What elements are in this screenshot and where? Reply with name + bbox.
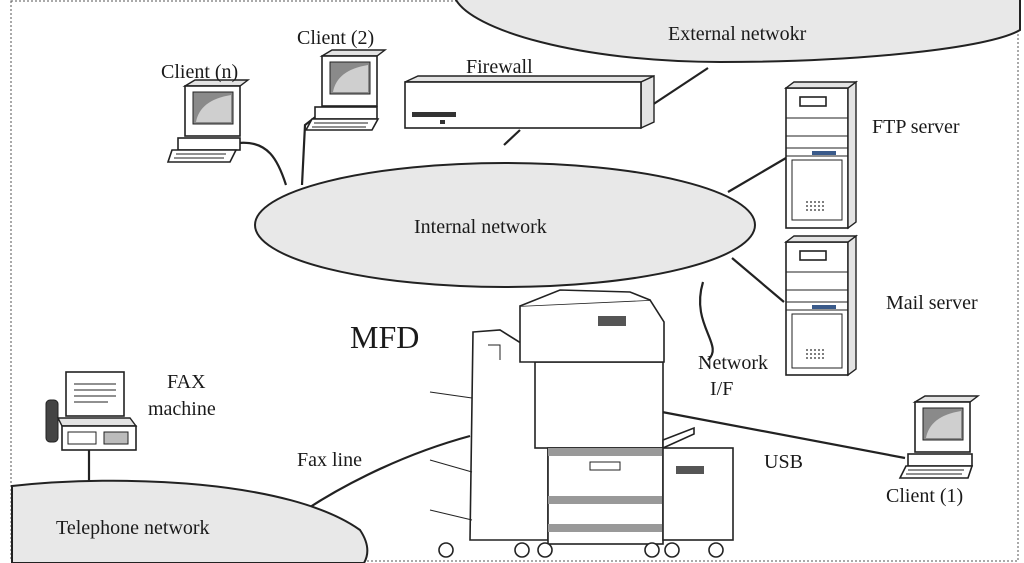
mfd-cabinet-band-1 xyxy=(548,448,663,456)
mfd-scanner xyxy=(519,299,665,363)
mail-server-label: Mail server xyxy=(886,292,978,314)
ftp-server-panel xyxy=(791,159,843,221)
firewall-label: Firewall xyxy=(466,56,533,78)
firewall-device xyxy=(404,74,655,130)
fax-paper-tray xyxy=(65,371,125,417)
mail-server-drive xyxy=(799,250,827,261)
client-1-screen-glare xyxy=(926,411,961,438)
mfd-label: MFD xyxy=(350,319,419,355)
client-2-base xyxy=(314,106,378,120)
mail-server-indicator xyxy=(812,305,836,309)
mail-server-panel xyxy=(791,313,843,369)
client-n-link xyxy=(237,141,288,186)
client-n-keys xyxy=(174,153,226,159)
ftp-server-side xyxy=(847,80,857,230)
fax-machine-label-line1: FAX xyxy=(167,371,206,393)
external-network-label: External netwokr xyxy=(668,23,807,45)
firewall-internal-link xyxy=(503,129,521,146)
mfd-drawer-handle xyxy=(589,461,621,471)
fax-machine-device xyxy=(45,371,138,451)
mail-server-side xyxy=(847,234,857,377)
mfd-wheel-3 xyxy=(537,542,553,558)
fax-keypad xyxy=(67,431,97,445)
fax-line-label: Fax line xyxy=(297,449,362,471)
firewall-led xyxy=(440,120,445,124)
ftp-server-device xyxy=(783,80,859,230)
internal-network-cloud xyxy=(254,162,756,288)
usb-label: USB xyxy=(764,451,803,473)
diagram-frame xyxy=(10,0,1019,562)
ftp-server-link xyxy=(727,157,787,193)
client-1-monitor-top xyxy=(912,395,981,403)
client-2-screen-glare xyxy=(333,65,368,92)
client-1-keyboard xyxy=(898,465,974,479)
mail-server-vents xyxy=(806,349,824,359)
mfd-wheel-6 xyxy=(708,542,724,558)
mfd-adf xyxy=(519,289,651,307)
client-n-computer xyxy=(166,79,251,163)
mfd-cabinet-band-2 xyxy=(548,496,663,504)
client-2-keys xyxy=(312,122,368,128)
network-if-link xyxy=(698,281,714,361)
firewall-front xyxy=(404,81,642,129)
mfd-wheel-2 xyxy=(514,542,530,558)
mfd-wheel-1 xyxy=(438,542,454,558)
client-1-base xyxy=(907,453,973,467)
client-2-computer xyxy=(304,49,388,131)
usb-link xyxy=(661,410,906,460)
fax-body-top xyxy=(56,417,138,427)
ftp-server-vents xyxy=(806,201,824,211)
mfd-bypass-tray xyxy=(662,426,695,450)
client-1-computer xyxy=(898,395,981,479)
mail-server-top xyxy=(783,235,859,243)
client-2-monitor-top xyxy=(319,49,388,57)
external-network-cloud xyxy=(455,0,1021,64)
firewall-side-face xyxy=(640,74,655,130)
internal-network-label: Internal network xyxy=(414,216,547,238)
firewall-slot xyxy=(412,112,456,117)
client-1-label: Client (1) xyxy=(886,485,963,507)
network-if-label-line1: Network xyxy=(698,352,768,374)
ftp-server-bays xyxy=(786,117,848,157)
fax-machine-label-line2: machine xyxy=(148,398,216,420)
mfd-main-body xyxy=(534,361,664,449)
client-1-keys xyxy=(906,469,964,475)
client-2-label: Client (2) xyxy=(297,27,374,49)
mfd-control-panel xyxy=(598,316,626,326)
mfd-lcf-handle xyxy=(676,466,704,474)
mfd-wheel-4 xyxy=(644,542,660,558)
mfd-lcf xyxy=(662,447,734,541)
ftp-server-indicator xyxy=(812,151,836,155)
mfd-device xyxy=(429,289,734,558)
fax-display xyxy=(103,431,129,445)
client-n-keyboard xyxy=(166,149,238,163)
client-n-screen-glare xyxy=(196,95,231,122)
telephone-network-label: Telephone network xyxy=(56,517,210,539)
fax-handset xyxy=(45,399,59,443)
mfd-cabinet-band-3 xyxy=(548,524,663,532)
ftp-server-drive xyxy=(799,96,827,107)
client-n-label: Client (n) xyxy=(161,61,238,83)
client-n-base xyxy=(177,137,241,151)
mail-server-bays xyxy=(786,271,848,311)
mfd-finisher-trays xyxy=(429,344,501,521)
client-2-keyboard xyxy=(304,118,380,131)
ftp-server-front xyxy=(785,87,849,229)
mail-server-link xyxy=(731,257,785,303)
telephone-network-cloud xyxy=(11,479,369,563)
ftp-server-top xyxy=(783,81,859,89)
network-if-label-line2: I/F xyxy=(710,378,733,400)
fax-paper-lines xyxy=(74,383,116,403)
labels: External netwokr Firewall Client (n) Cli… xyxy=(56,23,978,539)
mfd-wheel-5 xyxy=(664,542,680,558)
mail-server-device xyxy=(783,234,859,377)
ftp-server-label: FTP server xyxy=(872,116,960,138)
